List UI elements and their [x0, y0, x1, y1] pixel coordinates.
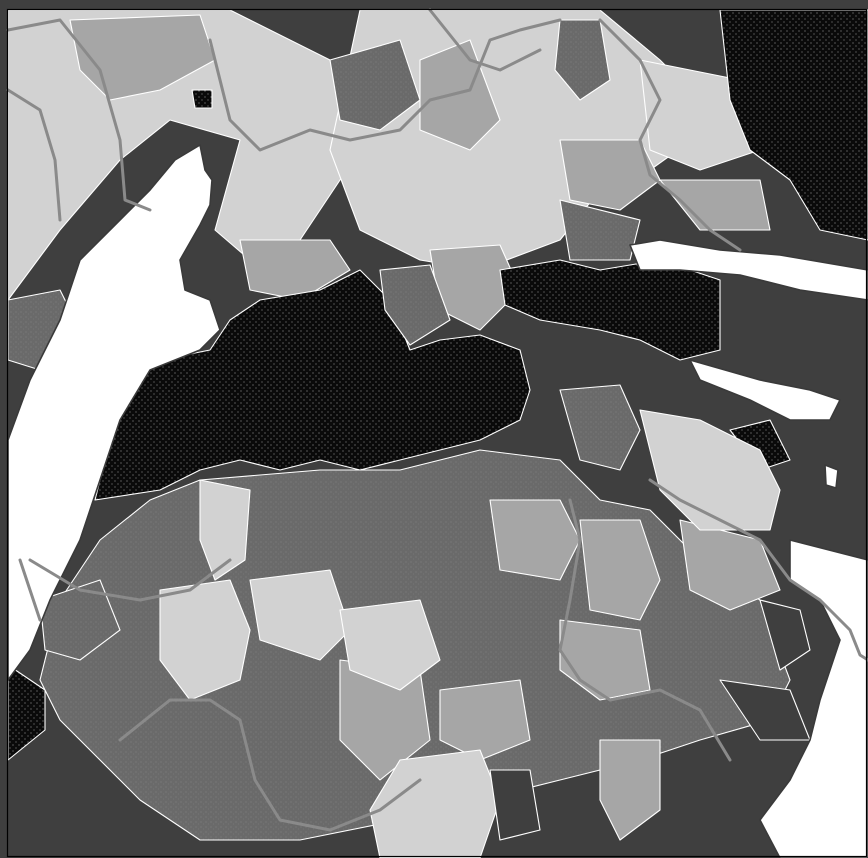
district-light[interactable]	[559, 139, 661, 211]
district-dense[interactable]	[489, 769, 541, 841]
district-medium[interactable]	[329, 39, 421, 131]
district-light[interactable]	[439, 679, 531, 761]
district-medium[interactable]	[39, 579, 121, 661]
state-border	[428, 8, 542, 72]
district-light[interactable]	[599, 739, 661, 841]
district-very-dense[interactable]	[719, 9, 868, 241]
district-very-dense[interactable]	[94, 269, 531, 501]
district-dense[interactable]	[759, 599, 811, 671]
district-medium[interactable]	[379, 264, 451, 346]
state-border	[28, 558, 232, 602]
district-very-dense[interactable]	[191, 89, 213, 109]
district-medium[interactable]	[554, 19, 611, 101]
map-frame	[6, 8, 868, 858]
state-border	[118, 698, 422, 832]
state-border	[208, 18, 562, 152]
state-border	[558, 498, 732, 762]
state-border	[598, 18, 742, 252]
district-light[interactable]	[489, 499, 581, 581]
district-light[interactable]	[679, 519, 781, 611]
district-light[interactable]	[239, 239, 351, 301]
district-light[interactable]	[659, 179, 771, 231]
district-very-light[interactable]	[639, 409, 781, 531]
state-border	[6, 88, 62, 222]
district-medium[interactable]	[559, 384, 641, 471]
district-very-light[interactable]	[339, 599, 441, 691]
estuary-east	[689, 359, 841, 421]
district-very-light[interactable]	[159, 579, 251, 701]
district-light[interactable]	[579, 519, 661, 621]
district-very-light[interactable]	[369, 749, 501, 858]
district-medium[interactable]	[559, 199, 641, 261]
state-borders	[6, 8, 868, 832]
district-very-dense[interactable]	[499, 259, 721, 361]
state-border	[18, 558, 42, 622]
island-east	[824, 464, 839, 489]
district-light[interactable]	[69, 14, 216, 101]
district-very-light[interactable]	[249, 569, 351, 661]
state-border	[6, 18, 152, 212]
district-very-light[interactable]	[199, 479, 251, 581]
gulf-west	[7, 144, 221, 681]
state-border	[648, 478, 868, 662]
district-regions	[7, 9, 868, 858]
estuary-northeast	[629, 239, 868, 301]
